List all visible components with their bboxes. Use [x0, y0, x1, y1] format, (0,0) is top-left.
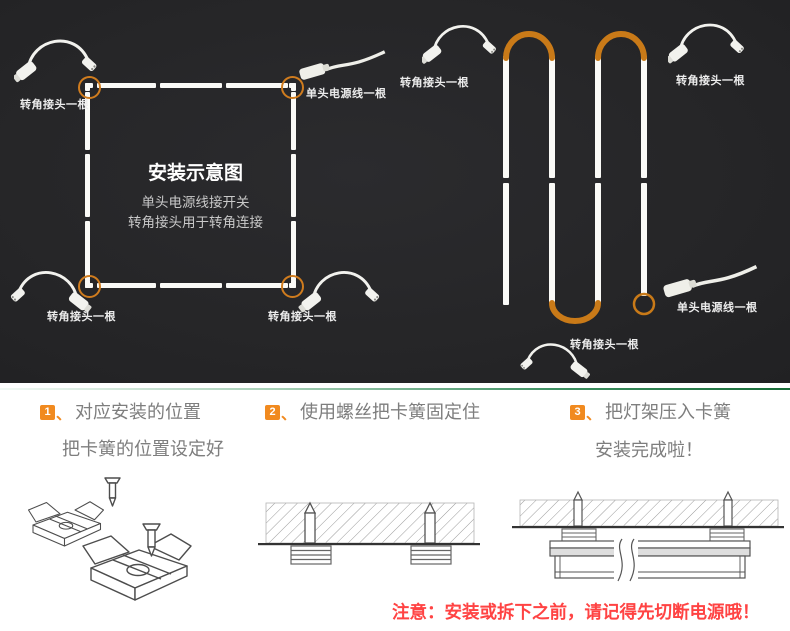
lamp-mounted-illustration	[512, 490, 784, 582]
step-1-pause-mark: 、	[56, 406, 72, 423]
corner-connector-cable-icon	[10, 271, 92, 313]
corner-marker-ring	[78, 76, 101, 99]
diagram-title: 安装示意图	[147, 163, 243, 184]
diagram-caption: 安装示意图 单头电源线接开关 转角接头用于转角连接	[113, 158, 278, 232]
tube-segment	[595, 183, 601, 303]
tube-segment	[160, 83, 222, 88]
screw-fixing-illustration	[258, 501, 480, 565]
corner-connector-label: 转角接头一根	[570, 339, 639, 351]
step-2-badge: 2	[265, 405, 280, 420]
corner-connector-label: 转角接头一根	[20, 99, 89, 111]
tube-segment	[97, 283, 156, 288]
tube-segment	[291, 221, 296, 281]
tube-segment	[160, 283, 222, 288]
step-1-text: 对应安装的位置	[75, 402, 202, 422]
tube-segment	[85, 92, 90, 150]
tube-segment	[595, 56, 601, 178]
diagram-panel: 安装示意图 单头电源线接开关 转角接头用于转角连接 转角接头一根 转角接头一根 …	[0, 0, 790, 383]
corner-connector-cable-icon	[298, 271, 380, 313]
corner-connector-label: 转角接头一根	[268, 311, 337, 323]
corner-connector-label: 转角接头一根	[400, 77, 469, 89]
tube-segment	[291, 92, 296, 150]
corner-marker-ring	[281, 76, 304, 99]
separator-line	[0, 388, 790, 390]
corner-marker-ring	[281, 275, 304, 298]
power-cord-cable-icon	[663, 265, 758, 298]
step-3-text-line2: 安装完成啦！	[595, 440, 703, 460]
step-3-pause-mark: 、	[586, 406, 602, 423]
corner-connector-cable-icon	[14, 39, 97, 83]
clip-placement-illustration	[27, 477, 192, 601]
tube-segment	[85, 154, 90, 217]
tube-segment	[97, 83, 156, 88]
step-3-text: 把灯架压入卡簧	[605, 402, 732, 422]
tube-segment	[549, 183, 555, 303]
tube-segment	[641, 183, 647, 296]
tube-segment	[503, 183, 509, 305]
power-inlet-ring	[632, 292, 656, 316]
power-cord-label: 单头电源线一根	[306, 88, 387, 100]
step-2-text: 使用螺丝把卡簧固定住	[300, 402, 481, 422]
corner-connector-cable-icon	[422, 25, 496, 64]
step-3-badge: 3	[570, 405, 585, 420]
tube-segment	[226, 83, 288, 88]
corner-connector-label: 转角接头一根	[676, 75, 745, 87]
step-1-text-line2: 把卡簧的位置设定好	[62, 439, 224, 459]
tube-segment	[503, 56, 509, 178]
tube-segment	[641, 56, 647, 178]
diagram-subtitle-2: 转角接头用于转角连接	[128, 214, 263, 230]
step-1-badge: 1	[40, 405, 55, 420]
step-3: 3 、 把灯架压入卡簧	[570, 402, 731, 424]
power-warning-note: 注意：安装或拆下之前，请记得先切断电源哦！	[392, 602, 760, 622]
power-cord-label: 单头电源线一根	[677, 302, 758, 314]
step-2-pause-mark: 、	[281, 406, 297, 423]
corner-marker-ring	[78, 275, 101, 298]
corner-connector-cable-icon	[668, 23, 744, 64]
step-1: 1 、 对应安装的位置	[40, 402, 201, 424]
tube-segment	[549, 56, 555, 178]
serpentine-connector-arcs	[503, 31, 656, 324]
tube-segment	[85, 221, 90, 281]
step-2: 2 、 使用螺丝把卡簧固定住	[265, 402, 480, 424]
corner-connector-cable-icon	[520, 343, 590, 379]
diagram-subtitle-1: 单头电源线接开关	[141, 195, 250, 210]
power-cord-cable-icon	[299, 50, 386, 80]
tube-segment	[291, 154, 296, 217]
tube-segment	[226, 283, 288, 288]
corner-connector-label: 转角接头一根	[47, 311, 116, 323]
